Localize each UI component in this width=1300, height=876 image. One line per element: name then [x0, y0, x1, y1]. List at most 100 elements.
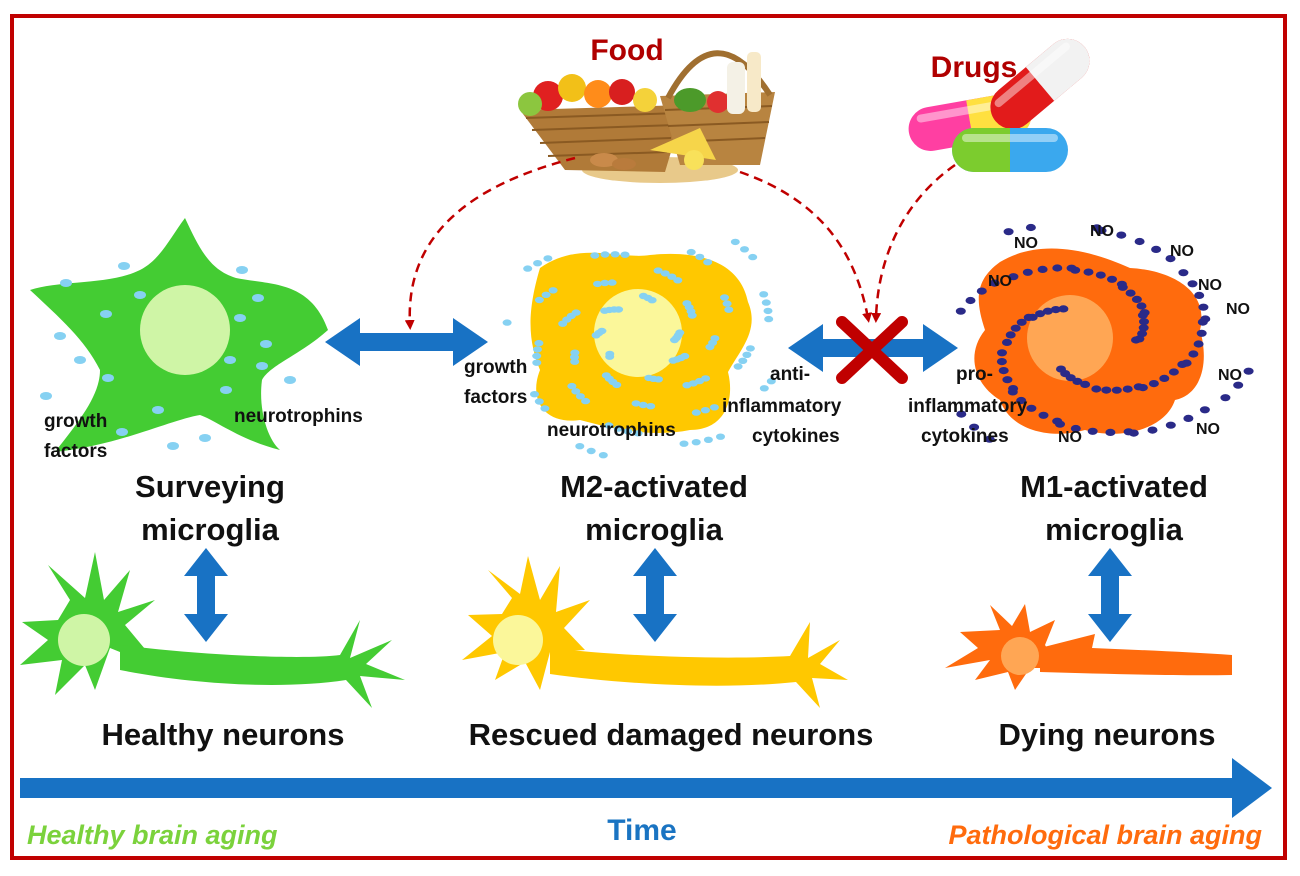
growth-factor-dot	[605, 353, 615, 360]
growth-factor-dot	[152, 406, 164, 414]
growth-factor-dot	[701, 375, 711, 382]
surveying-nucleus	[140, 285, 230, 375]
growth-factor-dot	[533, 260, 543, 267]
no-dot	[1233, 381, 1244, 389]
rescued-neurons-label: Rescued damaged neurons	[469, 717, 874, 752]
growth-factor-dot	[761, 299, 771, 306]
drugs-label: Drugs	[931, 51, 1018, 84]
no-dot	[998, 367, 1009, 375]
growth-factor-dot	[631, 400, 641, 407]
no-dot	[1016, 318, 1027, 326]
surveying-neurotrophins-label: neurotrophins	[234, 406, 363, 427]
m2-microglia-title-line2: microglia	[585, 512, 724, 547]
time-arrow	[20, 758, 1272, 818]
growth-factor-dot	[593, 280, 602, 288]
growth-factor-dot	[543, 255, 553, 262]
no-dot	[1091, 224, 1102, 232]
food-label: Food	[590, 34, 663, 67]
vertical-arrow-surveying-neurons	[184, 548, 228, 642]
no-label: NO	[1198, 277, 1222, 294]
growth-factor-dot	[575, 443, 585, 450]
growth-factor-dot	[586, 447, 596, 455]
no-dot	[1025, 223, 1036, 232]
no-label: NO	[1090, 223, 1114, 240]
growth-factor-dot	[667, 273, 677, 280]
surveying-growth-factors-line2: factors	[44, 441, 107, 462]
no-label: NO	[1218, 367, 1242, 384]
no-dot	[1148, 380, 1159, 388]
growth-factor-dot	[167, 442, 179, 450]
no-dot	[1220, 394, 1231, 402]
growth-factor-dot	[695, 253, 705, 261]
growth-factor-dot	[742, 351, 752, 358]
no-dot	[1091, 385, 1102, 393]
no-dot	[1095, 271, 1106, 279]
no-dot	[1139, 318, 1149, 326]
dashed-arrow-drugs-to-m1	[871, 163, 956, 323]
dying-neurons-label: Dying neurons	[998, 717, 1215, 752]
no-dot	[1137, 384, 1148, 392]
growth-factor-dot	[638, 292, 648, 300]
no-dot	[1159, 374, 1170, 382]
growth-factor-dot	[54, 332, 66, 340]
time-label: Time	[607, 814, 676, 847]
growth-factor-dot	[720, 294, 729, 301]
no-dot	[1037, 265, 1048, 273]
anti-inflammatory-line3: cytokines	[752, 426, 840, 447]
healthy-neuron	[20, 552, 405, 708]
growth-factor-dot	[600, 251, 610, 258]
no-dot	[997, 349, 1007, 357]
no-dot	[1199, 406, 1210, 414]
growth-factor-dot	[759, 385, 769, 392]
growth-factor-dot	[748, 253, 758, 261]
rescued-neuron	[462, 556, 848, 708]
growth-factor-dot	[607, 279, 617, 286]
dying-neuron	[945, 604, 1232, 690]
no-dot	[1193, 340, 1204, 348]
no-dot	[1125, 289, 1136, 297]
no-dot	[1194, 291, 1205, 299]
no-dot	[1022, 268, 1033, 276]
growth-factor-dot	[523, 265, 533, 272]
growth-factor-dot	[567, 382, 577, 390]
growth-factor-dot	[116, 428, 128, 436]
growth-factor-dot	[502, 319, 512, 326]
no-dot	[1105, 428, 1116, 436]
no-dot	[969, 423, 980, 431]
food-basket-icon	[518, 50, 775, 183]
no-dot	[1101, 386, 1112, 394]
no-dot	[1196, 329, 1207, 337]
no-dot	[1026, 404, 1037, 412]
growth-factor-dot	[623, 428, 633, 435]
no-dots-m1	[955, 223, 1254, 443]
growth-factor-dot	[532, 352, 542, 360]
m1-microglia-title-line2: microglia	[1045, 512, 1184, 547]
no-dot	[1080, 380, 1091, 388]
growth-factor-dot	[532, 359, 542, 366]
growth-factor-dot	[234, 314, 246, 322]
surveying-microglia-title-line2: microglia	[141, 512, 280, 547]
no-dot	[1005, 331, 1016, 339]
growth-factor-dot	[74, 356, 86, 364]
no-dot	[1116, 280, 1127, 288]
m1-microglia-title-line1: M1-activated	[1020, 469, 1208, 504]
growth-factor-dot	[118, 262, 130, 270]
growth-factor-dot	[600, 307, 610, 314]
capsules-icon	[908, 38, 1090, 172]
growth-factor-dot	[673, 277, 683, 284]
growth-factor-dot	[700, 407, 710, 414]
no-dot	[1136, 302, 1147, 310]
growth-factor-dot	[638, 401, 648, 409]
growth-factor-dot	[730, 238, 740, 246]
m2-growth-factors-line1: growth	[464, 357, 527, 378]
no-dot	[1008, 273, 1019, 281]
cross-mark-icon	[836, 316, 908, 384]
no-dot	[1058, 305, 1069, 313]
growth-factor-dot	[284, 376, 296, 384]
growth-factor-dot	[653, 267, 663, 274]
growth-factor-dot	[591, 332, 601, 339]
growth-factor-dot	[612, 381, 622, 389]
dashed-arrow-food-to-m1	[739, 170, 872, 323]
no-dot	[1200, 315, 1211, 323]
